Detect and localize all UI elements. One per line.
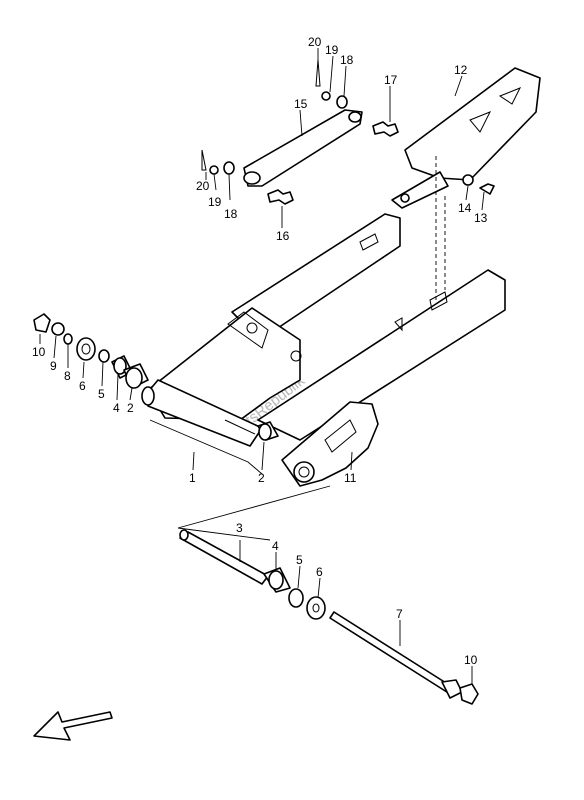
callout-6-lower: 6 [316,565,323,579]
callout-5-lower: 5 [296,553,303,567]
callout-20-upper: 20 [308,35,322,49]
callout-5-left: 5 [98,387,105,401]
washer-5-left [98,349,110,363]
bearing-2-right [257,421,279,441]
bearing-2-left [123,363,149,389]
bolt-16 [267,189,294,205]
callout-4-lower: 4 [272,539,279,553]
callout-3: 3 [236,521,243,535]
callout-15: 15 [294,97,308,111]
link-rod-15 [243,109,363,187]
callout-16: 16 [276,229,290,243]
callout-17: 17 [384,73,398,87]
callout-8: 8 [64,369,71,383]
swingarm-1 [141,213,506,447]
callout-18-upper: 18 [340,53,354,67]
callout-1: 1 [189,471,196,485]
callout-2-left: 2 [127,401,134,415]
callout-13: 13 [474,211,488,225]
callout-9: 9 [50,359,57,373]
seal-6-left [76,337,96,361]
axle-bolt-7 [329,611,463,699]
washer-18-lower [223,161,235,175]
pin-20-upper [315,59,321,87]
callout-14: 14 [458,201,472,215]
washer-5-lower [288,588,304,608]
leader-lines [39,48,485,684]
callout-2-right: 2 [258,471,265,485]
nut-10-right [459,683,479,705]
callout-6-left: 6 [79,379,86,393]
nut-19-lower [209,165,219,175]
seal-6-lower [306,596,326,620]
nut-10-left [33,313,51,333]
bolt-17 [372,121,399,137]
callout-10-right: 10 [464,653,478,667]
nut-19-upper [321,91,331,101]
bolt-13 [479,183,495,195]
callout-7: 7 [396,607,403,621]
callout-20-lower: 20 [196,179,210,193]
callout-10-left: 10 [32,345,46,359]
bearing-4-lower [263,567,291,593]
chain-guide-11 [281,401,379,487]
callout-19-lower: 19 [208,195,222,209]
callout-18-lower: 18 [224,207,238,221]
callout-4-left: 4 [113,401,120,415]
callout-11: 11 [344,471,357,485]
rear-bracket-12 [391,67,541,209]
arrow-down-left-icon [33,711,113,741]
washer-14 [462,174,474,186]
callout-19-upper: 19 [325,43,339,57]
callout-12: 12 [454,63,468,77]
washer-18-upper [336,95,348,109]
washer-8 [63,333,73,345]
washer-9 [51,322,65,336]
pin-20-lower [201,149,207,171]
